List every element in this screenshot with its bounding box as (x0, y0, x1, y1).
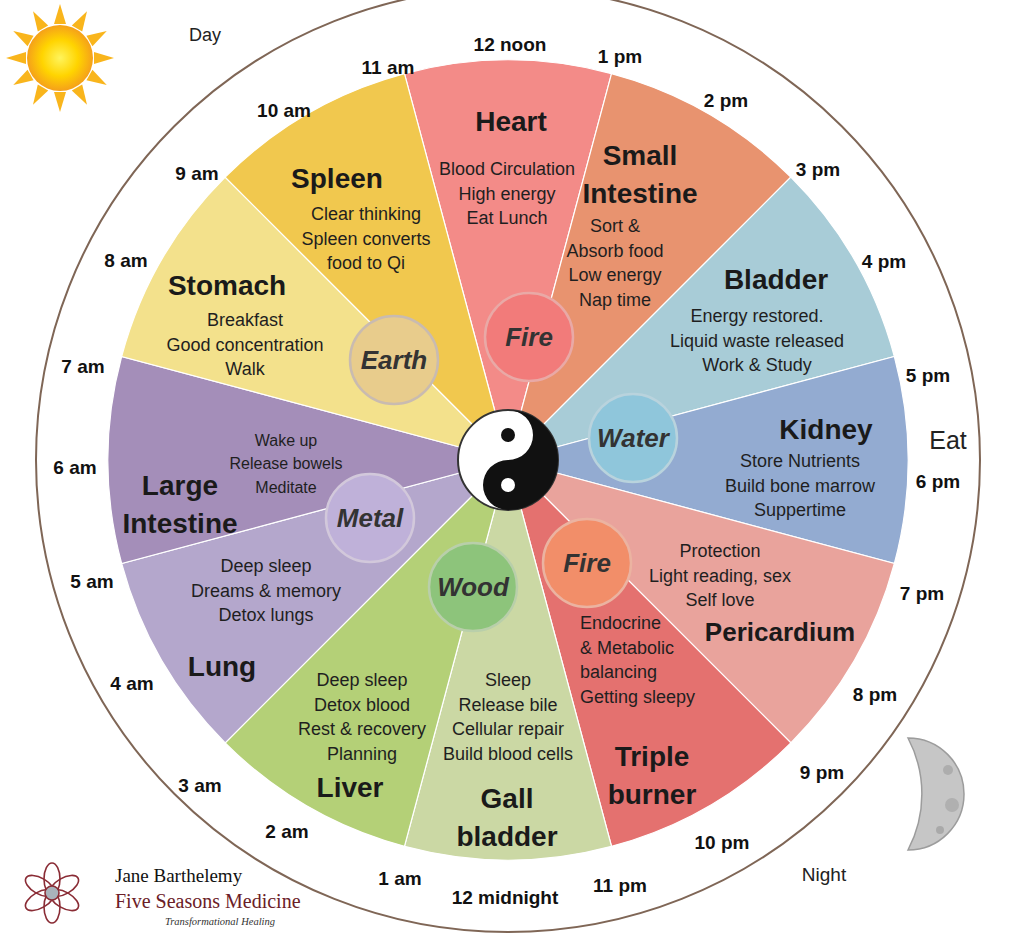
organ-name: Bladder (724, 261, 828, 299)
organ-name: Liver (317, 769, 384, 807)
organ-function: Protection Light reading, sex Self love (649, 539, 791, 613)
time-label: 10 pm (695, 832, 750, 854)
organ-name: Heart (475, 103, 547, 141)
element-name: Water (597, 423, 669, 453)
element-circle: Metal (324, 472, 416, 564)
circle-fill (485, 293, 573, 381)
time-label: 12 noon (474, 34, 547, 56)
organ-name: Pericardium (705, 613, 855, 651)
brand-name: Five Seasons Medicine (115, 890, 301, 913)
circle-fill (543, 519, 631, 607)
organ-function: Deep sleep Dreams & memory Detox lungs (191, 554, 341, 628)
organ-function: Energy restored. Liquid waste released W… (670, 304, 844, 378)
time-label: 12 midnight (452, 887, 559, 909)
time-label: 8 pm (853, 684, 897, 706)
organ-name: Gall bladder (456, 780, 557, 856)
organ-function: Breakfast Good concentration Walk (166, 308, 323, 382)
time-label: 6 pm (916, 471, 960, 493)
organ-function: Clear thinking Spleen converts food to Q… (301, 202, 430, 276)
organ-function: Wake up Release bowels Meditate (230, 429, 343, 500)
organ-name: Lung (188, 648, 256, 686)
moon (908, 738, 964, 850)
time-label: 5 pm (906, 365, 950, 387)
organ-wedge: SpleenClear thinking Spleen converts foo… (223, 71, 510, 462)
time-label: 7 pm (900, 583, 944, 605)
organ-name: Spleen (291, 160, 383, 198)
organ-name: Kidney (779, 411, 872, 449)
time-label: 11 am (362, 57, 415, 79)
time-label: 4 pm (862, 251, 906, 273)
time-label: 4 am (110, 673, 153, 695)
sun (27, 25, 93, 91)
element-name: Wood (437, 572, 509, 602)
night-label: Night (802, 864, 846, 886)
time-label: 1 am (378, 868, 421, 890)
element-circle: Earth (348, 314, 440, 406)
element-circle: Fire (483, 291, 575, 383)
time-label: 1 pm (598, 46, 642, 68)
circle-fill (429, 543, 517, 631)
circle-fill (326, 474, 414, 562)
time-label: 3 am (178, 775, 221, 797)
time-label: 3 pm (796, 159, 840, 181)
sun-rays (6, 4, 114, 112)
tagline: Transformational Healing (165, 916, 275, 928)
time-label: 11 pm (593, 875, 647, 897)
time-label: 8 am (104, 250, 147, 272)
circle-fill (589, 394, 677, 482)
organ-name: Triple burner (608, 738, 697, 814)
organ-name: Stomach (168, 267, 286, 305)
organ-function: Sleep Release bile Cellular repair Build… (443, 668, 573, 766)
yin-yang-symbol (455, 407, 561, 513)
organ-function: Endocrine & Metabolic balancing Getting … (580, 611, 695, 709)
lotus-logo (22, 863, 82, 923)
element-circle: Fire (541, 517, 633, 609)
time-label: 9 am (175, 163, 218, 185)
outer-ring (36, 0, 980, 932)
time-label: 6 am (53, 457, 96, 479)
element-name: Fire (505, 322, 553, 352)
day-label: Day (189, 25, 221, 46)
organ-function: Store Nutrients Build bone marrow Supper… (725, 449, 875, 523)
element-circle: Water (587, 392, 679, 484)
time-label: 2 am (265, 821, 308, 843)
element-name: Fire (563, 548, 611, 578)
time-label: 9 pm (800, 762, 844, 784)
time-label: 10 am (257, 100, 311, 122)
author-name: Jane Barthelemy (115, 865, 242, 887)
meal-note: Eat (927, 426, 969, 455)
element-name: Earth (361, 345, 427, 375)
element-circle: Wood (427, 541, 519, 633)
element-name: Metal (337, 503, 403, 533)
wedge-fill (225, 74, 508, 460)
organ-name: Small Intestine (582, 137, 697, 213)
organ-name: Large Intestine (122, 467, 237, 543)
time-label: 5 am (70, 571, 113, 593)
time-label: 2 pm (704, 90, 748, 112)
organ-function: Sort & Absorb food Low energy Nap time (566, 214, 663, 312)
circle-fill (350, 316, 438, 404)
organ-function: Blood Circulation High energy Eat Lunch (439, 157, 575, 231)
time-label: 7 am (61, 356, 104, 378)
organ-function: Deep sleep Detox blood Rest & recovery P… (298, 668, 426, 766)
